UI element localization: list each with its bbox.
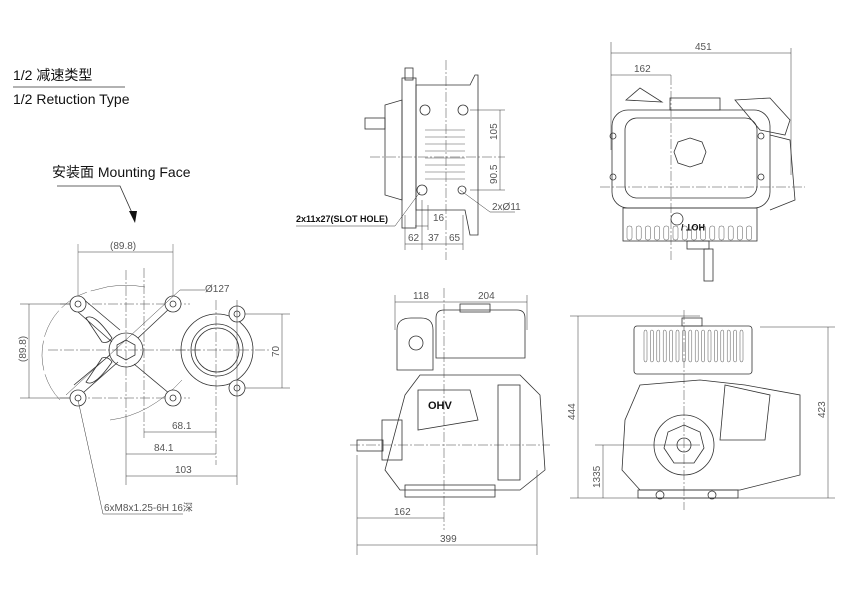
fin bbox=[663, 225, 670, 241]
fin bbox=[720, 329, 725, 363]
top-fins bbox=[626, 225, 752, 241]
slot-holes bbox=[85, 316, 113, 384]
fin bbox=[650, 329, 654, 363]
fin bbox=[733, 329, 737, 363]
fin bbox=[707, 329, 712, 363]
fin bbox=[694, 329, 699, 363]
dim-65: 65 bbox=[449, 233, 461, 244]
mounting-face-leader bbox=[57, 185, 134, 216]
fin bbox=[672, 225, 679, 241]
title-cn: 1/2 减速类型 bbox=[13, 67, 92, 83]
fin bbox=[700, 225, 706, 241]
fin bbox=[681, 225, 688, 241]
fin bbox=[739, 329, 744, 363]
cylinder-fins bbox=[425, 129, 465, 180]
fin bbox=[701, 329, 705, 363]
dim-444: 444 bbox=[567, 403, 578, 420]
flywheel bbox=[653, 414, 715, 476]
dim-16: 16 bbox=[433, 213, 445, 224]
recoil-starter bbox=[734, 97, 791, 136]
fin bbox=[635, 225, 642, 241]
flywheel-side bbox=[497, 384, 521, 481]
mounting-holes bbox=[69, 295, 182, 407]
rear-view: 444 423 1335 bbox=[567, 310, 835, 510]
tank-inner bbox=[624, 117, 758, 199]
fin bbox=[656, 329, 661, 363]
dim-103: 103 bbox=[175, 465, 192, 476]
tank-outer bbox=[611, 109, 771, 209]
slot-leader bbox=[296, 191, 421, 227]
cylinder-rear bbox=[719, 384, 771, 441]
hot-label: HOT / bbox=[681, 222, 705, 232]
output-shaft-front bbox=[356, 439, 384, 452]
head-fins bbox=[643, 329, 744, 363]
dim-399: 399 bbox=[440, 534, 457, 545]
fin bbox=[726, 329, 731, 363]
hole-leader bbox=[459, 189, 515, 213]
recoil-cover bbox=[396, 317, 434, 371]
cylinder-head bbox=[633, 325, 753, 375]
hot-warning-icon bbox=[670, 212, 684, 226]
valve-cover bbox=[417, 389, 479, 431]
fin bbox=[737, 225, 743, 241]
dim-423: 423 bbox=[817, 401, 828, 418]
fin bbox=[682, 329, 686, 363]
mounting-face-arrow bbox=[129, 211, 137, 223]
fin bbox=[709, 225, 716, 241]
dim-68-1: 68.1 bbox=[172, 421, 192, 432]
dim-89-8-top: (89.8) bbox=[110, 241, 136, 252]
title-block: 1/2 减速类型 1/2 Retuction Type 安装面 Mounting… bbox=[13, 67, 191, 223]
thread-note: 6xM8x1.25-6H 16深 bbox=[104, 502, 193, 514]
dim-90-5: 90.5 bbox=[489, 164, 500, 184]
reduction-case bbox=[384, 99, 403, 201]
engine-block bbox=[415, 74, 479, 236]
hub bbox=[108, 332, 144, 368]
fuel-cap bbox=[673, 137, 707, 168]
mounting-face-view: (89.8) (89.8) Ø127 bbox=[18, 241, 290, 515]
air-cleaner bbox=[435, 309, 526, 359]
fin bbox=[718, 225, 725, 241]
fin bbox=[688, 329, 693, 363]
dim-89-8-left: (89.8) bbox=[18, 336, 29, 362]
mounting-face-label: 安装面 Mounting Face bbox=[52, 164, 191, 180]
dim-451: 451 bbox=[695, 42, 712, 53]
shaft-top bbox=[703, 248, 714, 282]
throttle-lever bbox=[624, 87, 664, 103]
dim-162-front: 162 bbox=[394, 507, 411, 518]
bracket-arms bbox=[73, 297, 171, 395]
hole-note: 2xØ11 bbox=[492, 202, 521, 213]
fin bbox=[645, 225, 651, 241]
dim-118: 118 bbox=[413, 291, 429, 302]
front-view: 118 204 OHV 162 399 bbox=[350, 288, 550, 555]
dim-162-top: 162 bbox=[634, 64, 651, 75]
dim-1335: 1335 bbox=[592, 465, 603, 488]
side-view: 105 90.5 2x11x27(SLOT HOLE) 2xØ11 16 62 … bbox=[296, 60, 521, 260]
fin bbox=[643, 329, 648, 363]
output-shaft bbox=[364, 117, 386, 130]
hex-bore bbox=[116, 339, 136, 361]
fin bbox=[691, 225, 697, 241]
fin bbox=[669, 329, 673, 363]
dim-dia-127: Ø127 bbox=[205, 284, 230, 295]
fin bbox=[714, 329, 718, 363]
fin bbox=[654, 225, 660, 241]
crankcase-rear bbox=[621, 379, 801, 491]
fin bbox=[662, 329, 667, 363]
dim-84-1: 84.1 bbox=[154, 443, 174, 454]
ohv-label: OHV bbox=[428, 400, 453, 412]
thread-leader bbox=[77, 399, 183, 515]
dim-70: 70 bbox=[271, 345, 282, 357]
dim-105: 105 bbox=[489, 123, 500, 140]
dim-37: 37 bbox=[428, 233, 440, 244]
dim-62: 62 bbox=[408, 233, 420, 244]
fin bbox=[675, 329, 680, 363]
title-en: 1/2 Retuction Type bbox=[13, 91, 130, 107]
fin bbox=[727, 225, 734, 241]
top-view: 451 162 HOT / bbox=[600, 42, 805, 282]
slot-note: 2x11x27(SLOT HOLE) bbox=[296, 214, 388, 224]
dim-204: 204 bbox=[478, 291, 495, 302]
fin bbox=[746, 225, 752, 241]
fin bbox=[626, 225, 633, 241]
crankcase bbox=[384, 374, 546, 491]
